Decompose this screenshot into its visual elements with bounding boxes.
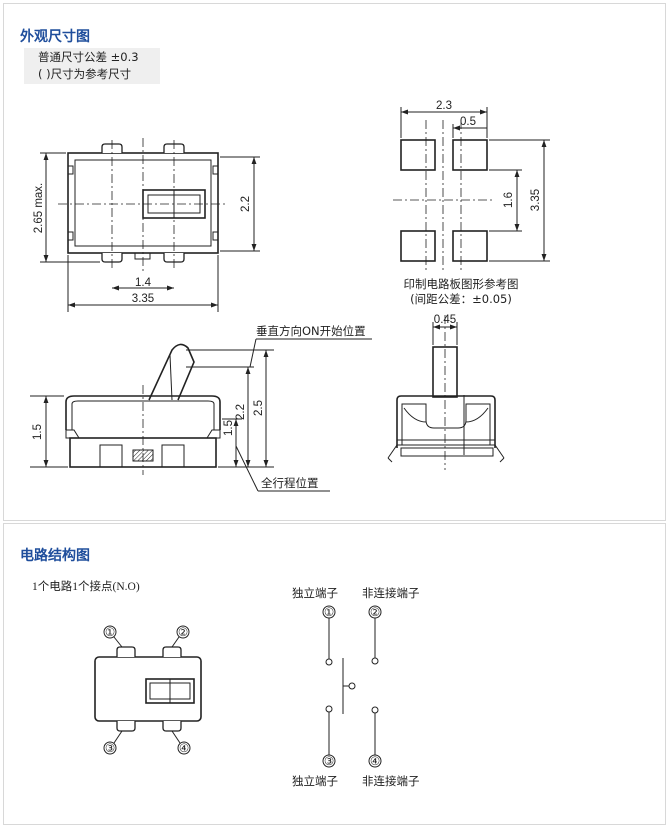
pcb-pad-1 [400, 139, 436, 171]
end-view: 0.45 [387, 314, 505, 470]
side-view: 1.5 2.5 2.2 1.5 垂直方向ON开始位置 全行程位置 [30, 324, 372, 492]
pcb-pad-4 [452, 230, 488, 262]
dim-top-height: 2.65 max. [33, 183, 45, 234]
dim-pcb-total: 2.3 [436, 100, 452, 112]
dim-pcb-pad: 0.5 [460, 116, 476, 128]
circuit-schematic: 独立端子 非连接端子 独立端子 非连接端子 ① ② ③ ④ [292, 586, 420, 788]
tolerance-line-1: 普通尺寸公差 ±0.3 [38, 50, 139, 64]
dim-side-base: 1.5 [32, 424, 44, 440]
dim-side-on: 2.2 [235, 404, 247, 420]
dim-pcb-height: 3.35 [530, 189, 542, 211]
pkg-pin-label-1: ① [105, 625, 115, 639]
tolerance-line-2: ( )尺寸为参考尺寸 [38, 67, 132, 81]
label-independent-bottom: 独立端子 [292, 774, 338, 788]
sch-pin-1: ① [324, 605, 334, 619]
top-view: 2.65 max. 2.2 1.4 3.35 [33, 138, 260, 312]
top-body-inner [74, 159, 212, 247]
label-on-start: 垂直方向ON开始位置 [256, 324, 366, 338]
circuit-package: ① ② ③ ④ [94, 625, 202, 755]
label-unconnected-top: 非连接端子 [362, 586, 420, 600]
circuit-body [94, 656, 202, 722]
end-body [396, 395, 496, 448]
side-lever [148, 343, 195, 401]
tolerance-note: 普通尺寸公差 ±0.3 ( )尺寸为参考尺寸 [24, 48, 160, 84]
circuit-section-title: 电路结构图 [20, 548, 90, 564]
pcb-tolerance: (间距公差：±0.05) [410, 292, 512, 306]
circuit-subtitle: 1个电路1个接点(N.O) [32, 579, 140, 593]
circuit-panel [3, 523, 666, 825]
label-independent-top: 独立端子 [292, 586, 338, 600]
pcb-pad-3 [400, 230, 436, 262]
dim-side-full: 2.5 [253, 400, 265, 416]
label-full-stroke: 全行程位置 [261, 476, 319, 490]
pkg-pin-label-3: ③ [105, 741, 115, 755]
dim-pcb-gap: 1.6 [503, 192, 515, 208]
pcb-pad-2 [452, 139, 488, 171]
label-unconnected-bottom: 非连接端子 [362, 774, 420, 788]
pcb-caption: 印制电路板图形参考图 [404, 277, 519, 291]
dimensions-section-title: 外观尺寸图 [20, 29, 90, 45]
pcb-pattern: 2.3 0.5 1.6 3.35 印制电路板图形参考图 (间距公差：±0.05) [393, 100, 550, 306]
sch-pin-2: ② [370, 605, 380, 619]
dim-side-low: 1.5 [223, 420, 235, 436]
dim-top-pitch: 1.4 [135, 277, 152, 289]
pkg-pin-label-2: ② [178, 625, 188, 639]
sch-pin-4: ④ [370, 754, 380, 768]
side-cover [65, 395, 221, 430]
dim-top-inner: 2.2 [240, 196, 252, 212]
sch-pin-3: ③ [324, 754, 334, 768]
pkg-pin-label-4: ④ [179, 741, 189, 755]
dim-top-width: 3.35 [132, 293, 154, 305]
